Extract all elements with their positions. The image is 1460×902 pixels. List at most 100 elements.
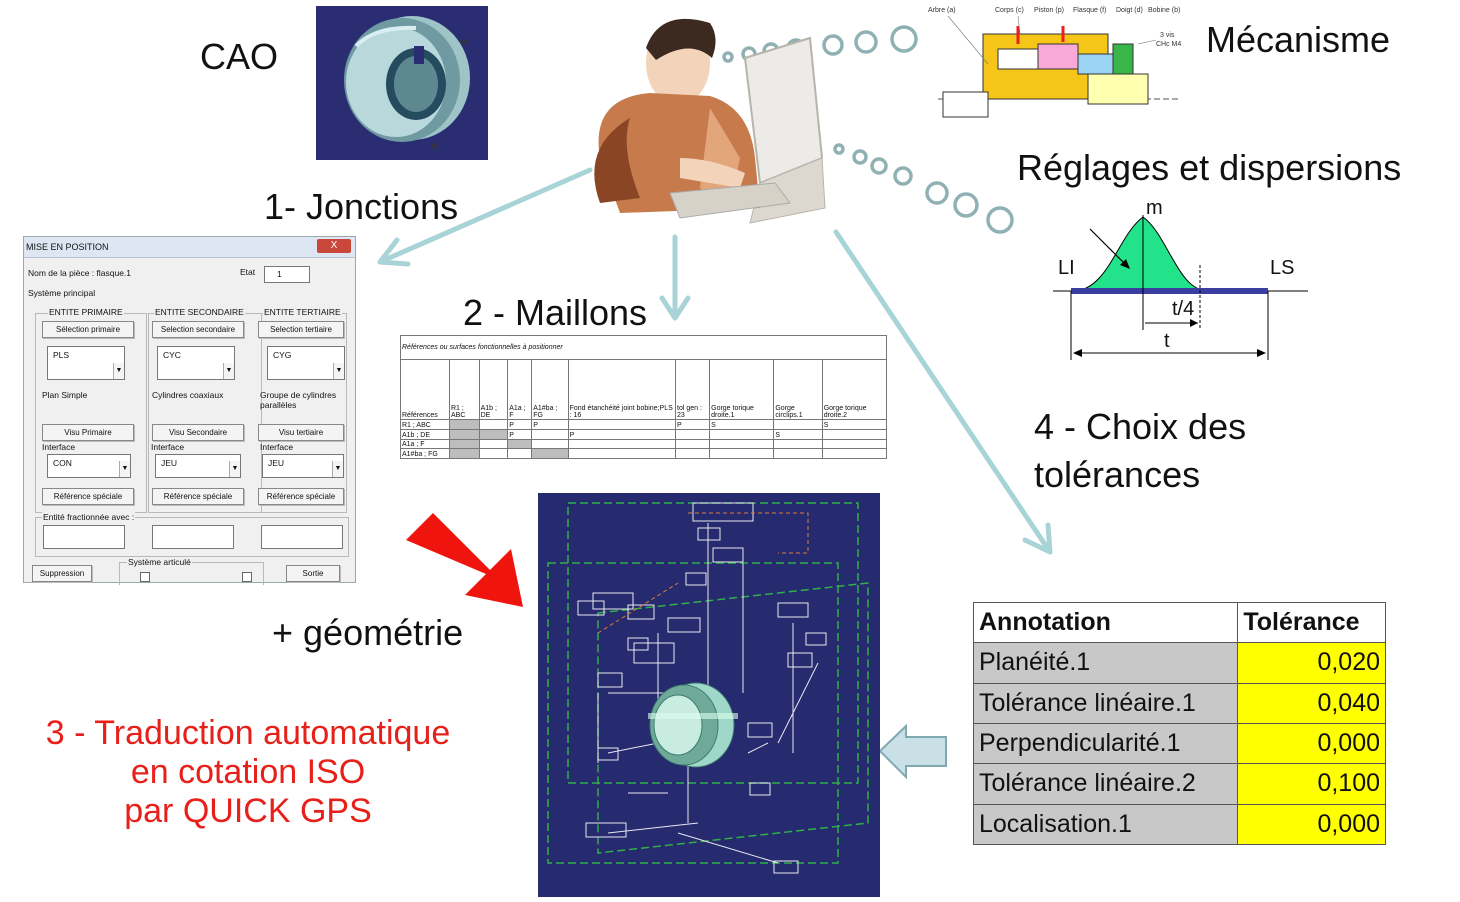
interface-secondaire-combo[interactable]: JEU▼ (155, 454, 241, 478)
red-big-arrow (406, 513, 523, 607)
group-primaire (35, 313, 147, 513)
references-cell (709, 448, 775, 459)
reference-speciale-primaire-button[interactable]: Référence spéciale (42, 488, 134, 505)
interface-tertiaire-label: Interface (260, 442, 294, 452)
references-cell (675, 438, 711, 450)
mech-label-vis: 3 vis (1160, 32, 1175, 39)
jonctions-label: 1- Jonctions (264, 186, 459, 227)
chevron-down-icon[interactable]: ▼ (113, 363, 124, 379)
desc-primaire: Plan Simple (42, 390, 88, 400)
references-cell (675, 429, 711, 440)
reference-speciale-secondaire-button[interactable]: Référence spéciale (152, 488, 244, 505)
traduction-line-2: en cotation ISO (130, 753, 366, 791)
close-button[interactable]: X (317, 239, 351, 253)
desc-secondaire: Cylindres coaxiaux (152, 390, 224, 400)
visu-tertiaire-button[interactable]: Visu tertiaire (258, 424, 344, 441)
tolerance-value-cell: 0,000 (1237, 722, 1386, 765)
ls-label: LS (1270, 257, 1295, 279)
choix-label-1: 4 - Choix des (1034, 406, 1247, 447)
references-cell (449, 448, 480, 459)
tolerance-annotation-cell: Planéité.1 (972, 642, 1239, 684)
articule-label: Système articulé (127, 557, 192, 567)
group-tertiaire (256, 313, 347, 513)
references-cell: A1#ba ; FG (400, 448, 450, 459)
references-cell (478, 448, 509, 459)
references-cell (773, 419, 823, 431)
cad-part-image (316, 6, 488, 160)
interface-primaire-label: Interface (42, 442, 76, 452)
references-cell (821, 429, 888, 440)
selection-secondaire-button[interactable]: Selection secondaire (152, 321, 244, 338)
references-cell (709, 429, 775, 440)
references-header-cell: Références (400, 359, 450, 421)
chevron-down-icon[interactable]: ▼ (119, 461, 130, 477)
references-cell (567, 438, 677, 450)
person-at-computer-illustration (560, 8, 830, 233)
interface-primaire-combo[interactable]: CON▼ (47, 454, 131, 478)
interface-tertiaire-combo[interactable]: JEU▼ (262, 454, 344, 478)
etat-input[interactable]: 1 (264, 266, 310, 283)
bubbles-to-distribution (833, 143, 1014, 234)
fraction-input-3[interactable] (261, 525, 343, 549)
maillons-label: 2 - Maillons (463, 292, 648, 333)
combo-tertiaire[interactable]: CYG▼ (267, 346, 345, 380)
mech-label-flasque: Flasque (f) (1073, 7, 1107, 14)
table-row: A1a ; F (400, 438, 888, 450)
sortie-button[interactable]: Sortie (286, 565, 340, 582)
chevron-down-icon[interactable]: ▼ (223, 363, 234, 379)
references-header-cell: Fond étanchéité joint bobine;PLS : 16 (567, 359, 677, 421)
chevron-down-icon[interactable]: ▼ (332, 461, 343, 477)
header-primaire: ENTITE PRIMAIRE (48, 307, 124, 317)
chevron-down-icon[interactable]: ▼ (229, 461, 240, 477)
visu-secondaire-button[interactable]: Visu Secondaire (152, 424, 244, 441)
arrow-head-maillons (659, 295, 691, 321)
traduction-line-1: 3 - Traduction automatique (45, 714, 451, 752)
chevron-down-icon[interactable]: ▼ (333, 363, 344, 379)
fraction-input-2[interactable] (152, 525, 234, 549)
tolerance-value-cell: 0,100 (1237, 763, 1386, 805)
references-table-caption: Références ou surfaces fonctionnelles à … (400, 334, 887, 361)
mech-label-corps: Corps (c) (995, 7, 1024, 14)
references-cell (821, 448, 888, 459)
visu-primaire-button[interactable]: Visu Primaire (42, 424, 134, 441)
references-cell (567, 448, 677, 459)
t-label: t (1164, 330, 1170, 352)
t4-label: t/4 (1172, 298, 1195, 320)
references-cell (449, 438, 480, 450)
dialog-titlebar: MISE EN POSITION X (24, 237, 355, 258)
geometrie-label: + géométrie (272, 612, 464, 653)
arrow-to-tolerances (833, 229, 1053, 555)
references-header-cell: A1#ba ; FG (531, 359, 569, 421)
fraction-label: Entité fractionnée avec : (42, 512, 136, 522)
piece-name-label: Nom de la pièce : flasque.1 (28, 268, 132, 278)
articule-checkbox-1[interactable] (140, 572, 150, 582)
fraction-input-1[interactable] (43, 525, 125, 549)
mech-label-bobine: Bobine (b) (1148, 7, 1181, 14)
mech-label-arbre: Arbre (a) (928, 7, 956, 14)
references-header-cell: A1b ; DE (478, 359, 509, 421)
combo-primaire[interactable]: PLS▼ (47, 346, 125, 380)
cao-label: CAO (200, 36, 279, 77)
articule-checkbox-2[interactable] (242, 572, 252, 582)
references-table: Références ou surfaces fonctionnelles à … (400, 334, 888, 459)
references-cell: P (567, 429, 677, 440)
arrow-head-jonctions (377, 237, 411, 267)
references-cell: P (507, 429, 533, 440)
choix-label-2: tolérances (1034, 454, 1201, 495)
tolerance-value-cell: 0,000 (1237, 803, 1386, 846)
selection-primaire-button[interactable]: Sélection primaire (42, 321, 134, 338)
selection-tertiaire-button[interactable]: Selection tertiaire (258, 321, 344, 338)
references-cell (531, 429, 569, 440)
tolerance-header-tolerance: Tolérance (1237, 601, 1386, 644)
suppression-button[interactable]: Suppression (32, 565, 92, 582)
etat-label: Etat (240, 267, 256, 277)
combo-secondaire[interactable]: CYC▼ (157, 346, 235, 380)
reference-speciale-tertiaire-button[interactable]: Référence spéciale (258, 488, 344, 505)
